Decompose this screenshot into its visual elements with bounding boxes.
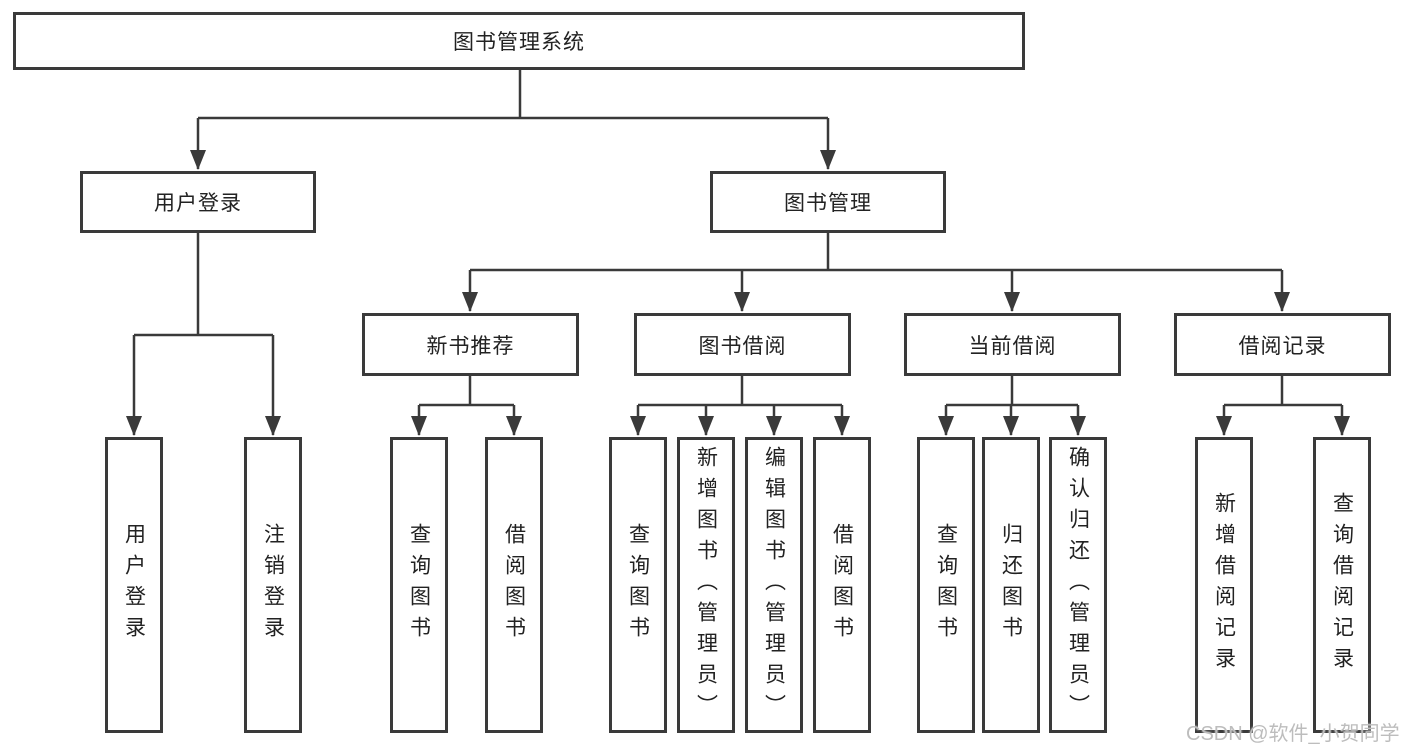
- node-borrowing-records: 借阅记录: [1174, 313, 1391, 376]
- node-current-borrowing: 当前借阅: [904, 313, 1121, 376]
- leaf-add-borrow-record: 新增借阅记录: [1195, 437, 1253, 733]
- leaf-logout: 注销登录: [244, 437, 302, 733]
- leaf-borrow-books-recommend: 借阅图书: [485, 437, 543, 733]
- leaf-borrow-books-borrowing: 借阅图书: [813, 437, 871, 733]
- leaf-query-books-borrowing: 查询图书: [609, 437, 667, 733]
- leaf-query-borrow-record: 查询借阅记录: [1313, 437, 1371, 733]
- node-book-borrowing: 图书借阅: [634, 313, 851, 376]
- node-library-management-system: 图书管理系统: [13, 12, 1025, 70]
- leaf-confirm-return-admin: 确认归还（管理员）: [1049, 437, 1107, 733]
- leaf-add-books-admin: 新增图书（管理员）: [677, 437, 735, 733]
- watermark-text: CSDN @软件_小贺同学: [1186, 723, 1400, 745]
- node-new-book-recommendation: 新书推荐: [362, 313, 579, 376]
- leaf-query-books-current: 查询图书: [917, 437, 975, 733]
- leaf-query-books-recommend: 查询图书: [390, 437, 448, 733]
- node-book-management-branch: 图书管理: [710, 171, 946, 233]
- node-user-login-branch: 用户登录: [80, 171, 316, 233]
- leaf-user-login: 用户登录: [105, 437, 163, 733]
- leaf-edit-books-admin: 编辑图书（管理员）: [745, 437, 803, 733]
- leaf-return-books: 归还图书: [982, 437, 1040, 733]
